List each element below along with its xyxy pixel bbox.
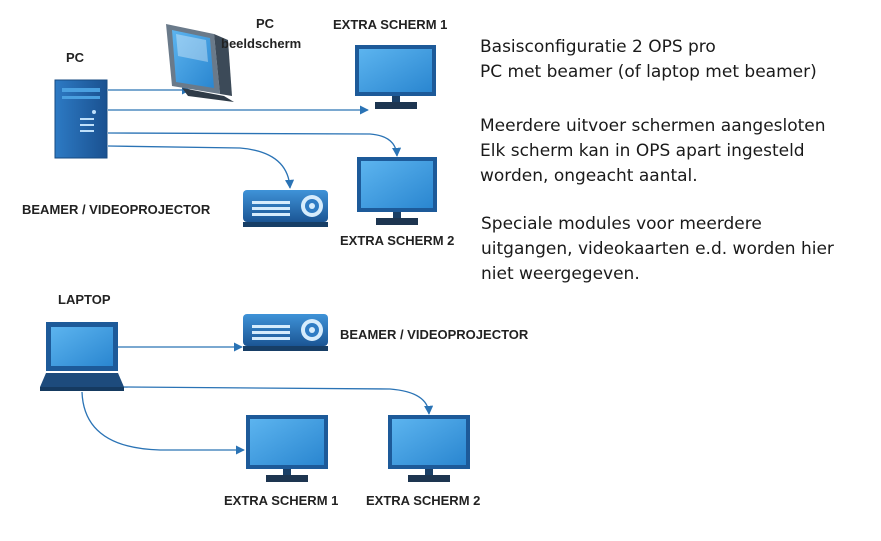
label-pc-monitor-2: beeldscherm bbox=[221, 36, 301, 51]
label-top-beamer: BEAMER / VIDEOPROJECTOR bbox=[22, 202, 211, 217]
wire-laptop-to-screen2 bbox=[121, 386, 434, 415]
flat-monitor-icon bbox=[357, 157, 437, 225]
label-bottom-beamer: BEAMER / VIDEOPROJECTOR bbox=[340, 327, 529, 342]
crt-monitor-icon bbox=[166, 24, 234, 102]
note-line: Speciale modules voor meerdere bbox=[481, 214, 762, 234]
wire-laptop-to-screen1 bbox=[81, 391, 245, 455]
label-bottom-screen1: EXTRA SCHERM 1 bbox=[224, 493, 338, 508]
label-top-screen1: EXTRA SCHERM 1 bbox=[333, 17, 447, 32]
label-pc: PC bbox=[66, 50, 85, 65]
wire-pc-to-beamer bbox=[107, 145, 295, 189]
note-line: Basisconfiguratie 2 OPS pro bbox=[480, 37, 716, 57]
top-wires bbox=[107, 85, 402, 189]
laptop-icon bbox=[40, 322, 124, 391]
note-multiple-screens: Meerdere uitvoer schermen aangesloten El… bbox=[480, 114, 826, 189]
label-bottom-screen2: EXTRA SCHERM 2 bbox=[366, 493, 480, 508]
flat-monitor-icon bbox=[388, 415, 470, 482]
note-special-modules: Speciale modules voor meerdere uitgangen… bbox=[481, 212, 834, 287]
wire-pc-to-screen2 bbox=[107, 132, 402, 157]
note-line: Meerdere uitvoer schermen aangesloten bbox=[480, 116, 826, 136]
projector-icon bbox=[243, 314, 328, 351]
note-line: uitgangen, videokaarten e.d. worden hier bbox=[481, 239, 834, 259]
bottom-wires bbox=[81, 342, 434, 455]
flat-monitor-icon bbox=[246, 415, 328, 482]
label-top-screen2: EXTRA SCHERM 2 bbox=[340, 233, 454, 248]
projector-icon bbox=[243, 190, 328, 227]
note-line: worden, ongeacht aantal. bbox=[480, 166, 698, 186]
note-basic-config: Basisconfiguratie 2 OPS pro PC met beame… bbox=[480, 35, 817, 85]
label-pc-monitor-1: PC bbox=[256, 16, 275, 31]
pc-tower-icon bbox=[54, 79, 108, 159]
label-laptop: LAPTOP bbox=[58, 292, 111, 307]
note-line: PC met beamer (of laptop met beamer) bbox=[480, 62, 817, 82]
note-line: Elk scherm kan in OPS apart ingesteld bbox=[480, 141, 805, 161]
note-line: niet weergegeven. bbox=[481, 264, 640, 284]
flat-monitor-icon bbox=[355, 45, 436, 109]
